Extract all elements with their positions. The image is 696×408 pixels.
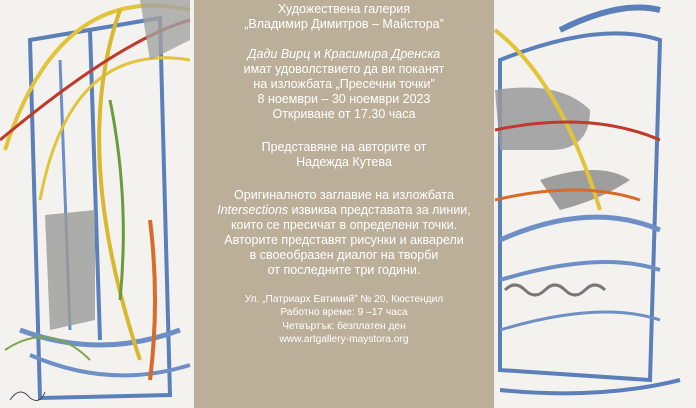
- invite-block: Дади Вирц и Красимира Дренска имат удово…: [194, 47, 494, 122]
- presenter-name: Надежда Кутева: [296, 155, 392, 169]
- invite-text: имат удоволствието да ви поканят: [243, 62, 445, 76]
- invitation-panel: Художествена галерия „Владимир Димитров …: [194, 0, 494, 408]
- english-title: Intersections: [217, 203, 289, 217]
- opening-time: Откриване от 17.30 часа: [272, 107, 416, 121]
- artist-1: Дади Вирц: [247, 47, 311, 61]
- gallery-label: Художествена галерия: [277, 2, 411, 16]
- address: Ул. „Патриарх Евтимий” № 20, Кюстендил: [244, 294, 444, 305]
- presenter-label: Представяне на авторите от: [261, 140, 427, 154]
- about-line-2-rest: извиква представата за линии,: [288, 203, 471, 217]
- about-line-5: в своеобразен диалог на творби: [249, 248, 439, 262]
- gallery-name: „Владимир Димитров – Майстора”: [244, 17, 444, 31]
- about-line-3: които се пресичат в определени точки.: [230, 218, 458, 232]
- exhibition-dates: 8 ноември – 30 ноември 2023: [257, 92, 431, 106]
- artist-2: Красимира Дренска: [324, 47, 441, 61]
- about-block: Оригиналното заглавие на изложбата Inter…: [194, 188, 494, 278]
- presenter-block: Представяне на авторите от Надежда Кутев…: [194, 140, 494, 170]
- info-block: Ул. „Патриарх Евтимий” № 20, Кюстендил Р…: [194, 293, 494, 346]
- exhibition-title: на изложбата „Пресечни точки”: [253, 77, 435, 91]
- gallery-block: Художествена галерия „Владимир Димитров …: [194, 2, 494, 32]
- working-hours: Работно време: 9 –17 часа: [280, 307, 408, 319]
- artists-and: и: [310, 47, 325, 61]
- about-line-1: Оригиналното заглавие на изложбата: [234, 188, 454, 202]
- free-day: Четвъртък: безплатен ден: [282, 320, 406, 332]
- about-line-2: Intersections извиква представата за лин…: [194, 203, 494, 218]
- about-line-4: Авторите представят рисунки и акварели: [224, 233, 464, 247]
- about-line-6: от последните три години.: [267, 263, 421, 277]
- website-link[interactable]: www.artgallery-maystora.org: [279, 333, 409, 345]
- artists-line: Дади Вирц и Красимира Дренска: [194, 47, 494, 62]
